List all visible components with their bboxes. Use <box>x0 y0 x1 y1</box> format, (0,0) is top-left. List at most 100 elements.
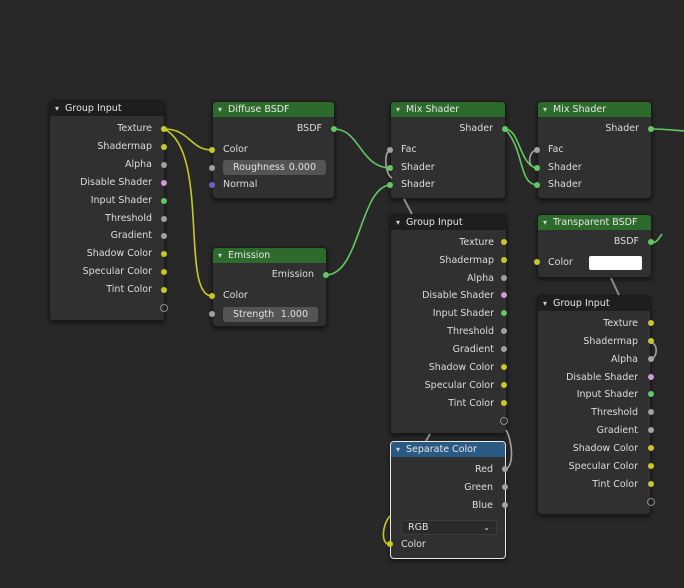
output-label: Green <box>464 482 493 493</box>
link-texture-to-diffuse-color <box>163 128 213 151</box>
output-label: Shadermap <box>439 255 494 266</box>
chevron-down-icon[interactable]: ▾ <box>396 218 401 227</box>
socket-specular-color-output[interactable] <box>648 463 654 469</box>
roughness-field[interactable]: Roughness 0.000 <box>223 160 326 175</box>
socket-shader-input-a[interactable] <box>534 165 540 171</box>
socket-shadow-color-output[interactable] <box>501 364 507 370</box>
socket-tint-color-output[interactable] <box>501 400 507 406</box>
node-header[interactable]: ▾ Diffuse BSDF <box>213 102 334 117</box>
socket-threshold-output[interactable] <box>161 216 167 222</box>
socket-fac-input[interactable] <box>534 147 540 153</box>
socket-green-output[interactable] <box>502 484 508 490</box>
socket-shadermap-output[interactable] <box>648 338 654 344</box>
strength-field[interactable]: Strength 1.000 <box>223 307 318 322</box>
socket-color-input[interactable] <box>387 541 393 547</box>
chevron-down-icon[interactable]: ▾ <box>218 251 223 260</box>
socket-normal-input[interactable] <box>209 182 215 188</box>
node-title: Group Input <box>406 217 463 228</box>
socket-strength-input[interactable] <box>209 311 215 317</box>
input-label: Shader <box>401 162 435 173</box>
group-input-node-1[interactable]: ▾ Group Input Texture Shadermap Alpha Di… <box>49 100 165 321</box>
node-header[interactable]: ▾ Mix Shader <box>538 102 651 117</box>
socket-alpha-output[interactable] <box>648 356 654 362</box>
mode-dropdown[interactable]: RGB ⌄ <box>401 520 497 535</box>
socket-texture-output[interactable] <box>501 239 507 245</box>
socket-input-shader-output[interactable] <box>648 391 654 397</box>
node-header[interactable]: ▾ Mix Shader <box>391 102 505 117</box>
socket-gradient-output[interactable] <box>648 427 654 433</box>
socket-texture-output[interactable] <box>161 126 167 132</box>
chevron-down-icon[interactable]: ▾ <box>218 105 223 114</box>
socket-empty-output[interactable] <box>160 304 168 312</box>
node-header[interactable]: ▾ Transparent BSDF <box>538 215 651 230</box>
socket-shadermap-output[interactable] <box>161 144 167 150</box>
socket-gradient-output[interactable] <box>501 346 507 352</box>
separate-color-node[interactable]: ▾ Separate Color Red Green Blue RGB ⌄ Co… <box>390 441 506 559</box>
node-header[interactable]: ▾ Group Input <box>538 296 650 311</box>
mix-shader-node-2[interactable]: ▾ Mix Shader Shader Fac Shader Shader <box>537 101 652 199</box>
socket-color-input[interactable] <box>209 147 215 153</box>
socket-disable-shader-output[interactable] <box>161 180 167 186</box>
socket-disable-shader-output[interactable] <box>648 374 654 380</box>
socket-red-output[interactable] <box>502 466 508 472</box>
socket-shader-input-b[interactable] <box>534 182 540 188</box>
output-label: Texture <box>117 123 152 134</box>
chevron-down-icon[interactable]: ▾ <box>543 218 548 227</box>
socket-tint-color-output[interactable] <box>161 287 167 293</box>
output-label: Shadow Color <box>572 443 638 454</box>
socket-emission-output[interactable] <box>323 272 329 278</box>
output-label: Disable Shader <box>80 177 152 188</box>
socket-shadow-color-output[interactable] <box>648 445 654 451</box>
output-label: Texture <box>459 237 494 248</box>
output-label: Threshold <box>105 213 152 224</box>
emission-node[interactable]: ▾ Emission Emission Color Strength 1.000 <box>212 247 327 327</box>
socket-input-shader-output[interactable] <box>161 198 167 204</box>
diffuse-bsdf-node[interactable]: ▾ Diffuse BSDF BSDF Color Roughness 0.00… <box>212 101 335 199</box>
socket-empty-output[interactable] <box>500 417 508 425</box>
socket-threshold-output[interactable] <box>648 409 654 415</box>
node-header[interactable]: ▾ Emission <box>213 248 326 263</box>
frame-connector <box>425 433 431 442</box>
socket-bsdf-output[interactable] <box>648 239 654 245</box>
socket-specular-color-output[interactable] <box>501 382 507 388</box>
chevron-down-icon[interactable]: ▾ <box>543 299 548 308</box>
socket-tint-color-output[interactable] <box>648 481 654 487</box>
node-header[interactable]: ▾ Group Input <box>50 101 164 116</box>
chevron-down-icon[interactable]: ▾ <box>543 105 548 114</box>
socket-disable-shader-output[interactable] <box>501 292 507 298</box>
node-title: Mix Shader <box>553 104 607 115</box>
socket-shader-output[interactable] <box>502 126 508 132</box>
socket-empty-output[interactable] <box>647 498 655 506</box>
socket-bsdf-output[interactable] <box>331 126 337 132</box>
node-header[interactable]: ▾ Separate Color <box>391 442 505 457</box>
socket-threshold-output[interactable] <box>501 328 507 334</box>
socket-shadow-color-output[interactable] <box>161 251 167 257</box>
socket-color-input[interactable] <box>534 259 540 265</box>
group-input-node-3[interactable]: ▾ Group Input Texture Shadermap Alpha Di… <box>537 295 651 515</box>
transparent-bsdf-node[interactable]: ▾ Transparent BSDF BSDF Color <box>537 214 652 278</box>
socket-alpha-output[interactable] <box>501 275 507 281</box>
socket-roughness-input[interactable] <box>209 165 215 171</box>
color-swatch[interactable] <box>589 256 642 270</box>
socket-gradient-output[interactable] <box>161 233 167 239</box>
field-label: Roughness <box>233 162 285 173</box>
socket-shader-input-b[interactable] <box>387 182 393 188</box>
socket-texture-output[interactable] <box>648 320 654 326</box>
mix-shader-node-1[interactable]: ▾ Mix Shader Shader Fac Shader Shader <box>390 101 506 199</box>
socket-color-input[interactable] <box>209 293 215 299</box>
output-label: Alpha <box>466 273 494 284</box>
socket-shader-output[interactable] <box>648 126 654 132</box>
node-header[interactable]: ▾ Group Input <box>391 215 506 230</box>
socket-specular-color-output[interactable] <box>161 269 167 275</box>
socket-fac-input[interactable] <box>387 147 393 153</box>
socket-shader-input-a[interactable] <box>387 165 393 171</box>
socket-blue-output[interactable] <box>502 502 508 508</box>
chevron-down-icon[interactable]: ▾ <box>396 105 401 114</box>
socket-alpha-output[interactable] <box>161 162 167 168</box>
socket-shadermap-output[interactable] <box>501 257 507 263</box>
output-label: Shadermap <box>583 336 638 347</box>
chevron-down-icon[interactable]: ▾ <box>55 104 60 113</box>
socket-input-shader-output[interactable] <box>501 310 507 316</box>
group-input-node-2[interactable]: ▾ Group Input Texture Shadermap Alpha Di… <box>390 214 507 434</box>
chevron-down-icon[interactable]: ▾ <box>396 445 401 454</box>
